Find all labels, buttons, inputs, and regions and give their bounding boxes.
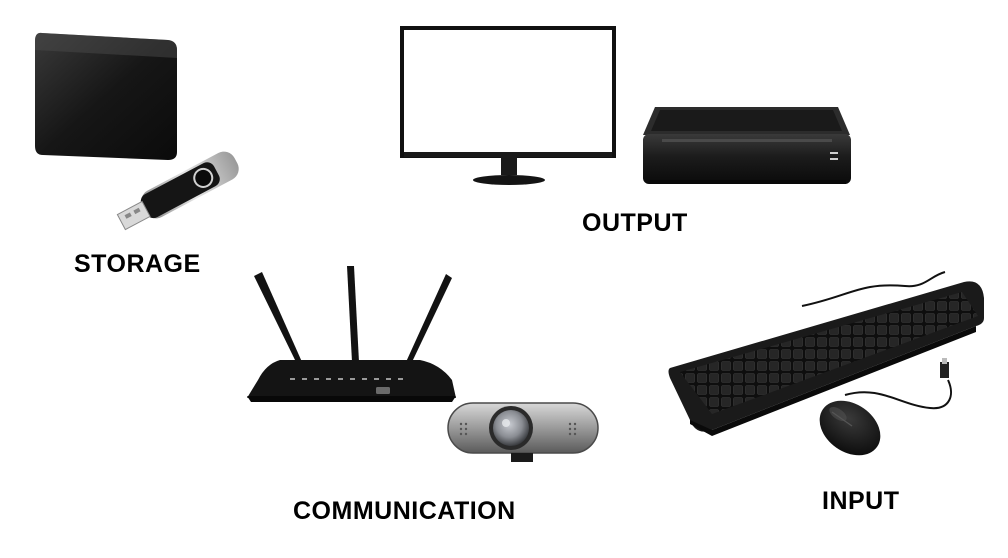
wifi-router-icon <box>247 266 456 402</box>
webcam-icon <box>447 402 599 462</box>
printer-icon <box>643 107 851 184</box>
monitor-icon <box>400 26 616 185</box>
keyboard-icon <box>668 271 984 436</box>
storage-label: STORAGE <box>74 250 201 278</box>
output-label: OUTPUT <box>582 209 688 237</box>
input-label: INPUT <box>822 487 900 515</box>
mouse-icon <box>819 358 952 456</box>
external-hard-drive-icon <box>35 32 177 160</box>
usb-flash-drive-icon <box>116 151 239 231</box>
communication-label: COMMUNICATION <box>293 497 516 525</box>
